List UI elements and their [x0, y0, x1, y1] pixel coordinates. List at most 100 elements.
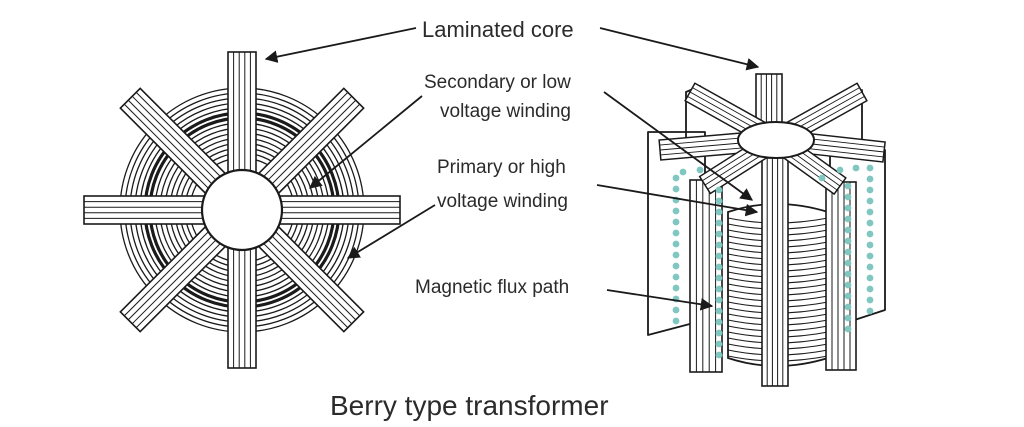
flux-dot [844, 193, 852, 201]
flux-dot [715, 219, 723, 227]
arrow-primary-right [596, 184, 759, 217]
flux-dot [715, 329, 723, 337]
flux-dot [818, 174, 826, 182]
flux-dot [866, 219, 874, 227]
lamination-line [131, 237, 219, 325]
flux-dot [672, 251, 680, 259]
lamination-line [261, 241, 349, 329]
flux-dot [715, 307, 723, 315]
core-spoke [227, 245, 257, 369]
arrow-core-left [264, 27, 417, 63]
flux-dot [715, 340, 723, 348]
lamination-line [265, 95, 353, 183]
flux-dot [715, 285, 723, 293]
core-spokes [83, 51, 401, 369]
flux-dot [672, 240, 680, 248]
flux-dot [866, 274, 874, 282]
flux-dot [672, 229, 680, 237]
flux-dot [844, 182, 852, 190]
flux-dot [696, 166, 704, 174]
flux-dot [672, 273, 680, 281]
flux-dot [715, 241, 723, 249]
flux-dot [866, 296, 874, 304]
core-spoke [277, 195, 401, 225]
flux-dot [844, 248, 852, 256]
lamination-line [261, 91, 349, 179]
core-limb [755, 73, 783, 125]
flux-dot [672, 174, 680, 182]
lamination-line [269, 99, 357, 187]
core-limb [825, 181, 857, 371]
central-core-hole [200, 168, 284, 252]
top-view-drawing [83, 51, 401, 369]
flux-dot [844, 226, 852, 234]
lamination-line [269, 233, 357, 321]
flux-dot [836, 166, 844, 174]
core-limbs [689, 73, 857, 387]
flux-dot [672, 284, 680, 292]
label-secondary-line2: voltage winding [440, 101, 571, 122]
flux-dot [866, 285, 874, 293]
flux-dot [715, 230, 723, 238]
flux-dot [672, 185, 680, 193]
lamination-line [273, 229, 361, 317]
flux-dot [844, 270, 852, 278]
arrow-primary-left [346, 204, 436, 259]
flux-dot [672, 317, 680, 325]
flux-dot [866, 197, 874, 205]
flux-dot [672, 218, 680, 226]
spoke-outline [119, 224, 228, 333]
flux-dot [844, 215, 852, 223]
top-core-ellipse [737, 121, 815, 159]
flux-dot [715, 274, 723, 282]
flux-dot [844, 303, 852, 311]
flux-dot [715, 252, 723, 260]
arrow-core-right [599, 27, 760, 71]
flux-dot [715, 197, 723, 205]
diagram-title: Berry type transformer [330, 390, 609, 421]
flux-dot [844, 292, 852, 300]
spoke-outline [227, 245, 257, 369]
lamination-line [123, 103, 211, 191]
flux-dot [866, 186, 874, 194]
flux-dot [715, 263, 723, 271]
spoke-outline [256, 224, 365, 333]
flux-dot [679, 168, 687, 176]
label-magnetic-flux: Magnetic flux path [415, 277, 569, 298]
perspective-view-drawing [647, 73, 886, 387]
core-spoke [256, 224, 365, 333]
flux-dot [715, 186, 723, 194]
spoke-outline [256, 87, 365, 196]
spoke-outline [83, 195, 207, 225]
flux-dot [866, 263, 874, 271]
core-spoke [256, 87, 365, 196]
core-limb [761, 157, 789, 387]
flux-dot [866, 307, 874, 315]
flux-dot [844, 325, 852, 333]
spoke-outline [119, 87, 228, 196]
core-spoke [83, 195, 207, 225]
flux-dot [672, 262, 680, 270]
lamination-line [127, 99, 215, 187]
arrow-secondary-right [603, 91, 754, 201]
flux-dot [844, 314, 852, 322]
flux-dot [852, 164, 860, 172]
label-laminated-core: Laminated core [422, 17, 574, 42]
flux-dot [715, 351, 723, 359]
core-spoke [227, 51, 257, 175]
flux-dot [715, 296, 723, 304]
lamination-line [265, 237, 353, 325]
lamination-line [135, 91, 223, 179]
lamination-line [135, 241, 223, 329]
lamination-line [131, 95, 219, 183]
flux-dot [672, 306, 680, 314]
core-spoke [119, 87, 228, 196]
flux-dot [844, 237, 852, 245]
arrow-flux [606, 289, 714, 311]
flux-dot [866, 164, 874, 172]
flux-dot [715, 318, 723, 326]
flux-dot [866, 230, 874, 238]
flux-dot [715, 208, 723, 216]
label-primary-line1: Primary or high [437, 157, 566, 178]
flux-dot [866, 241, 874, 249]
